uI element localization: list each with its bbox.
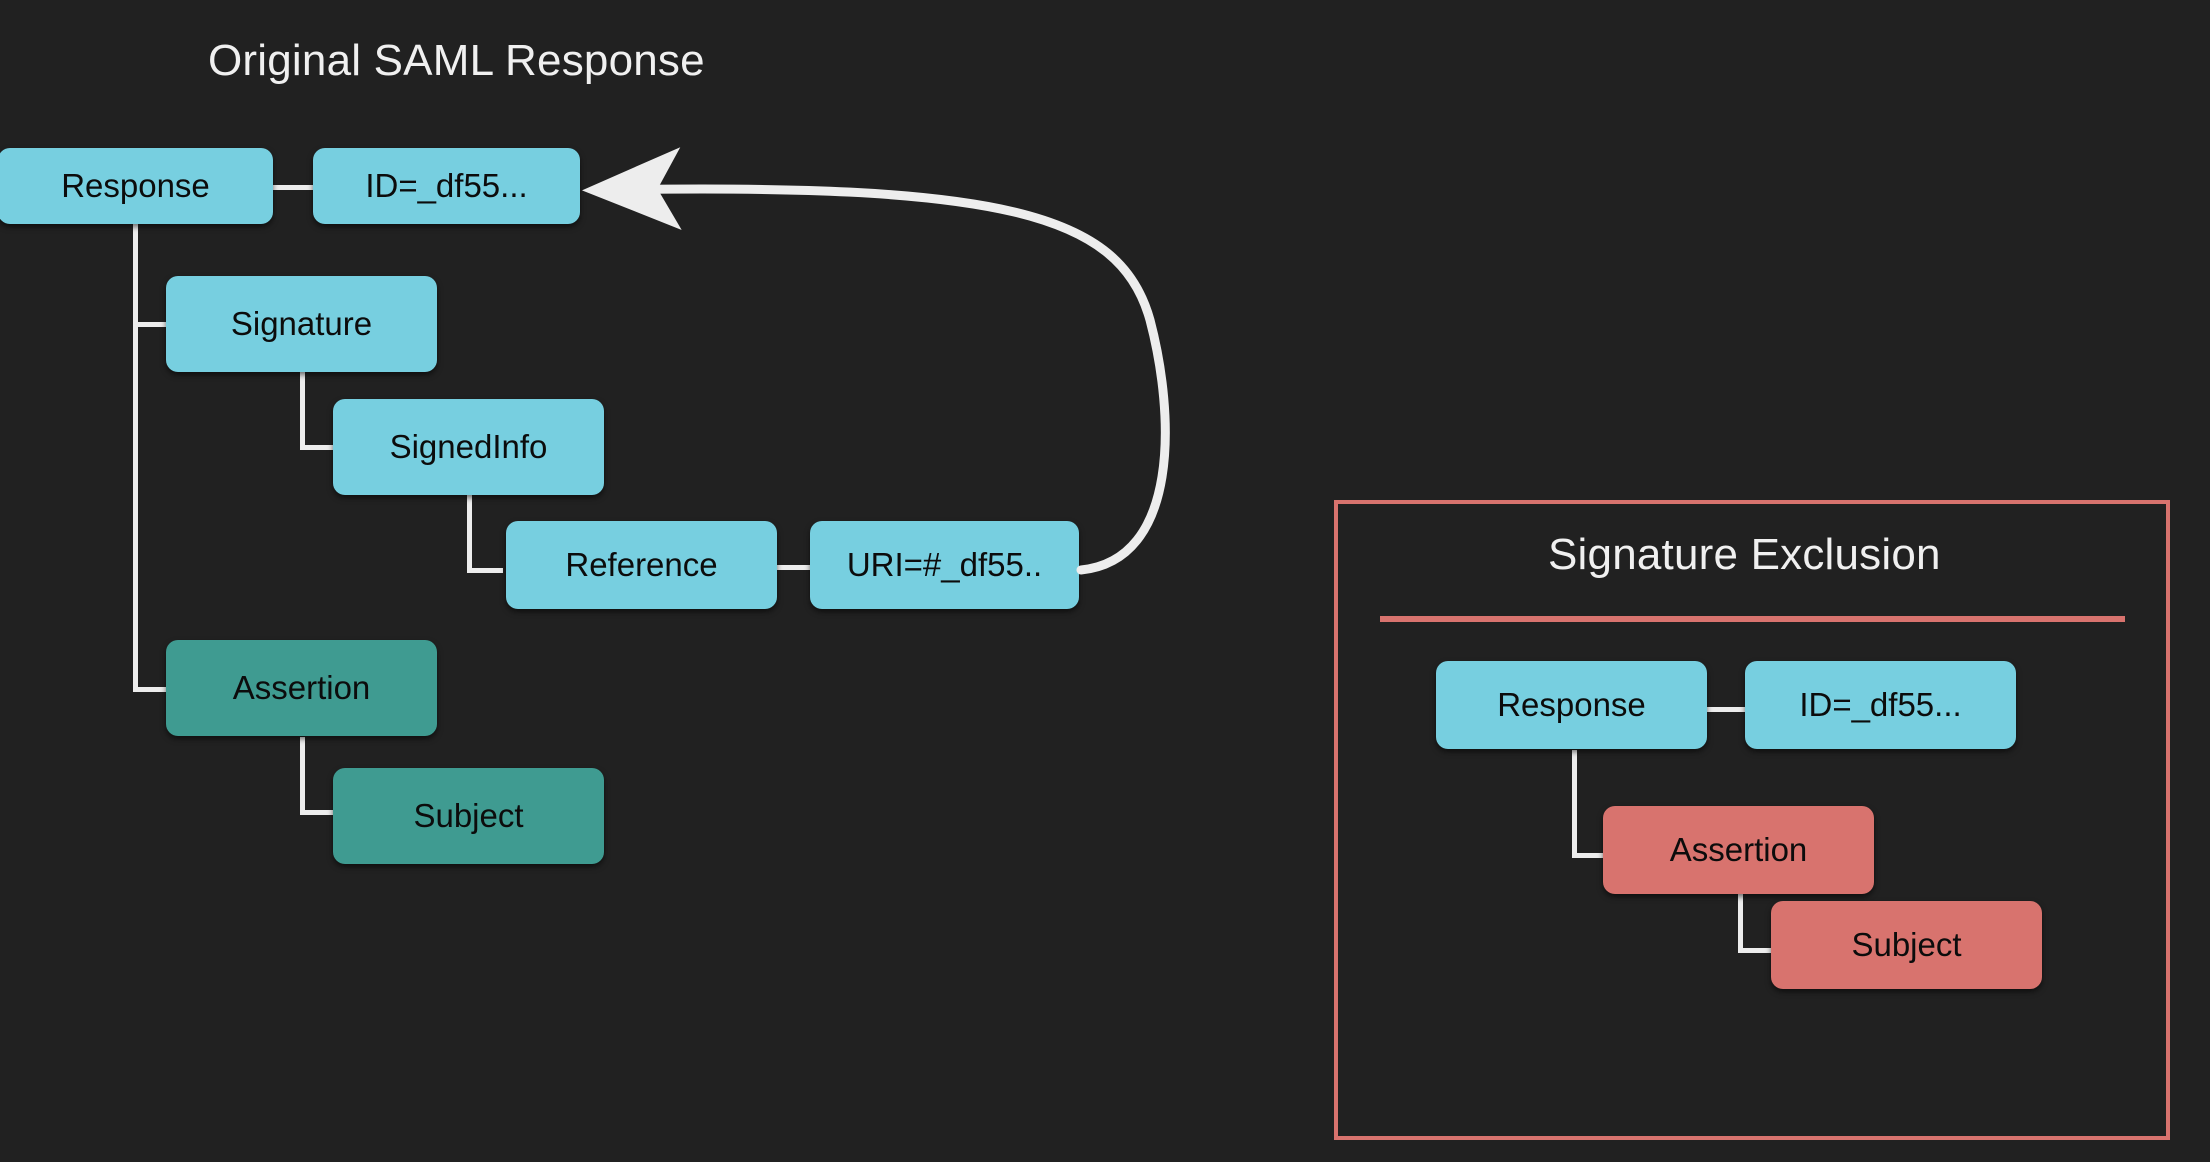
connector-signedinfo-down: [467, 495, 472, 573]
signature-exclusion-title: Signature Exclusion: [1548, 530, 1941, 579]
connector-signedinfo-to-reference: [467, 568, 503, 573]
node-reference-uri[interactable]: URI=#_df55..: [810, 521, 1079, 609]
connector-response-trunk: [133, 195, 138, 690]
panel-divider-rule: [1380, 616, 2125, 622]
connector-panel-response-to-id: [1706, 707, 1745, 712]
connector-panel-assertion-to-subject: [1738, 948, 1774, 953]
connector-signature-down: [300, 372, 305, 450]
original-saml-response-title: Original SAML Response: [208, 36, 705, 85]
node-signedinfo[interactable]: SignedInfo: [333, 399, 604, 495]
panel-node-response-id[interactable]: ID=_df55...: [1745, 661, 2016, 749]
panel-node-assertion[interactable]: Assertion: [1603, 806, 1874, 894]
node-response[interactable]: Response: [0, 148, 273, 224]
node-signature[interactable]: Signature: [166, 276, 437, 372]
node-subject[interactable]: Subject: [333, 768, 604, 864]
signature-exclusion-panel: [1334, 500, 2170, 1140]
connector-trunk-to-signature: [133, 322, 169, 327]
connector-panel-response-down: [1572, 750, 1577, 858]
node-assertion[interactable]: Assertion: [166, 640, 437, 736]
connector-signature-to-signedinfo: [300, 445, 336, 450]
node-reference[interactable]: Reference: [506, 521, 777, 609]
connector-panel-assertion-down: [1738, 855, 1743, 953]
node-response-id[interactable]: ID=_df55...: [313, 148, 580, 224]
connector-reference-to-uri: [777, 565, 811, 570]
connector-assertion-to-subject: [300, 810, 336, 815]
connector-panel-response-to-assertion: [1572, 853, 1608, 858]
connector-trunk-to-assertion: [133, 687, 169, 692]
panel-node-response[interactable]: Response: [1436, 661, 1707, 749]
connector-response-to-id: [273, 185, 313, 190]
connector-assertion-down: [300, 737, 305, 815]
panel-node-subject[interactable]: Subject: [1771, 901, 2042, 989]
